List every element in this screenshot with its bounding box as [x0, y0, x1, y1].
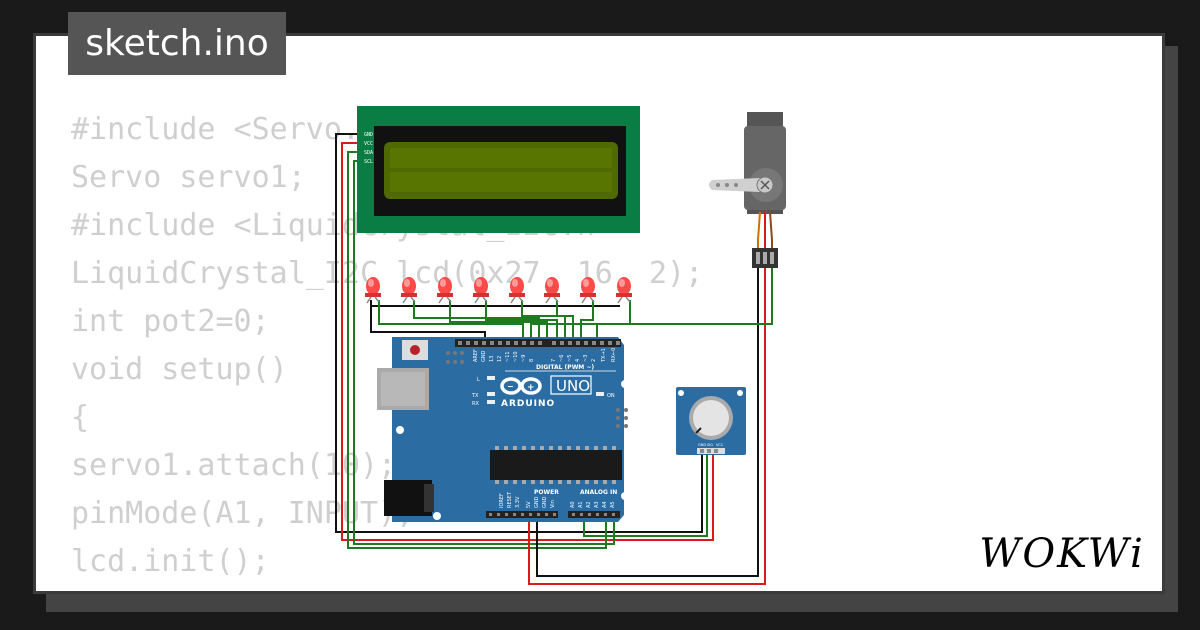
pin-label: GND	[534, 496, 540, 508]
board-brand: ARDUINO	[501, 399, 555, 409]
lcd-pin-gnd: GND	[364, 132, 373, 138]
wire-led5	[521, 300, 566, 340]
sketch-tab[interactable]: sketch.ino	[68, 12, 286, 75]
wire-pot-sig	[583, 452, 708, 537]
pin-label: TX→1	[601, 348, 607, 363]
wire-servo-sig	[530, 268, 773, 340]
wokwi-logo: WOKWi	[975, 525, 1150, 577]
knob-indicator	[695, 427, 702, 434]
analog-label: ANALOG IN	[580, 489, 617, 496]
pot-pin-vcc: VCC	[716, 443, 724, 447]
pin-label: ~11	[505, 351, 511, 362]
pin-label: Vin	[550, 500, 556, 508]
arduino-logo	[500, 377, 542, 395]
lcd-pin-scl: SCL	[364, 159, 373, 165]
led-7[interactable]	[580, 277, 596, 304]
pin-label: ~9	[521, 355, 527, 362]
wire-lcd-sda	[347, 151, 607, 549]
led-label-l: L	[477, 377, 480, 383]
wire-led4	[485, 300, 558, 340]
wire-led-gnd-bus	[370, 300, 486, 340]
code-line: {	[71, 400, 90, 435]
pin-label: A0	[570, 501, 576, 508]
pin-label: 2	[591, 359, 597, 362]
led-3[interactable]	[437, 277, 453, 304]
code-line: int pot2=0;	[71, 304, 270, 339]
pin-label: A2	[586, 501, 592, 508]
pin-label: A4	[602, 501, 608, 508]
led-5[interactable]	[509, 277, 525, 304]
pin-label: A5	[610, 501, 616, 508]
code-line: Servo servo1;	[71, 160, 306, 195]
wire-led7	[580, 300, 594, 340]
pin-label: ~10	[513, 351, 519, 362]
pot-pin-sig: SIG	[707, 443, 713, 447]
pin-label: 8	[529, 359, 535, 362]
wire-lcd-scl	[353, 160, 615, 545]
pin-label: 13	[489, 356, 495, 362]
power-label: POWER	[534, 489, 559, 496]
wire-servo-vcc	[528, 268, 766, 585]
pin-label: 5V	[526, 501, 532, 508]
pin-label: 12	[497, 356, 503, 362]
pin-label: 7	[551, 359, 557, 362]
wire-led6	[556, 300, 574, 340]
pin-label: ~5	[567, 355, 573, 362]
code-line: lcd.init();	[71, 544, 270, 579]
arduino-uno-board[interactable]: AREF GND 13 12 ~11 ~10 ~9 8 7 ~6 ~5 4 ~3…	[377, 337, 629, 522]
pin-label: ~3	[583, 355, 589, 362]
led-4[interactable]	[473, 277, 489, 304]
led-label-rx: RX	[472, 401, 479, 407]
lcd-pin-sda: SDA	[364, 150, 373, 156]
led-2[interactable]	[401, 277, 417, 304]
led-6[interactable]	[544, 277, 560, 304]
wire-led3	[449, 300, 548, 340]
wire-led1	[378, 300, 524, 340]
analog-header	[568, 511, 620, 518]
led-row	[365, 277, 632, 304]
lcd-pin-vcc: VCC	[364, 141, 373, 147]
pin-label: AREF	[473, 349, 479, 362]
pin-label: A3	[594, 501, 600, 508]
led-label-tx: TX	[471, 393, 479, 399]
pin-label: RESET	[507, 491, 513, 508]
pot-pin-gnd: GND	[698, 443, 706, 447]
board-model: UNO	[556, 377, 590, 395]
svg-text:+: +	[527, 383, 535, 393]
code-line: void setup()	[71, 352, 288, 387]
wire-lcd-vcc	[341, 142, 714, 541]
pin-label: RX←0	[611, 348, 617, 362]
led-8[interactable]	[616, 277, 632, 304]
atmega-chip	[490, 450, 622, 480]
wire-led2	[413, 300, 540, 340]
pin-label: 3.3V	[515, 496, 521, 508]
svg-text:WOKWi: WOKWi	[979, 531, 1145, 577]
pin-label: ~6	[559, 355, 565, 362]
led-1[interactable]	[365, 277, 381, 304]
digital-label: DIGITAL (PWM ~)	[536, 364, 594, 371]
on-label: ON	[607, 393, 615, 399]
wire-lcd-gnd	[335, 133, 703, 533]
wire-servo-gnd	[536, 268, 759, 577]
pin-label: 4	[575, 359, 581, 362]
potentiometer[interactable]: GND SIG VCC	[676, 387, 746, 455]
pin-label: A1	[578, 501, 584, 508]
wires	[335, 133, 773, 585]
pin-label: IOREF	[499, 493, 505, 508]
pin-label: GND	[481, 350, 487, 362]
lcd-display[interactable]: GND VCC SDA SCL	[357, 106, 640, 233]
servo-motor[interactable]	[709, 112, 786, 268]
svg-text:−: −	[507, 382, 514, 391]
wire-led8	[596, 300, 631, 340]
pin-label: GND	[542, 496, 548, 508]
